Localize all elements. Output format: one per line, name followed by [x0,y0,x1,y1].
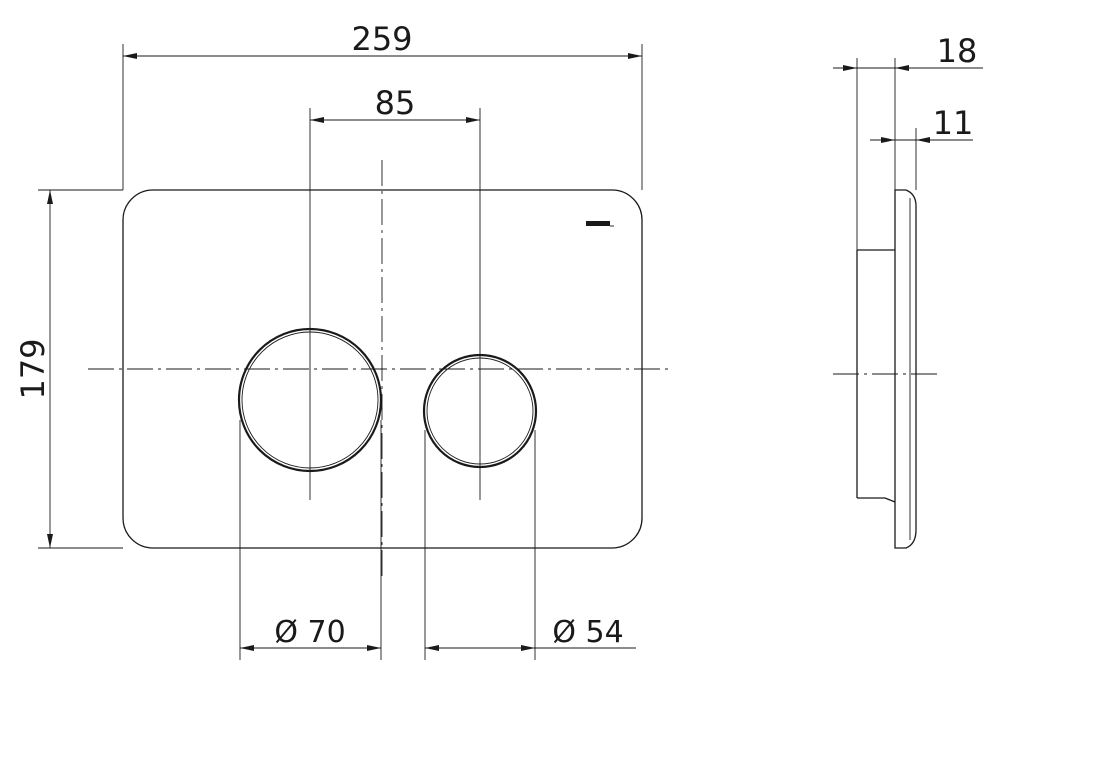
button-spacing-dimension: 85 [310,84,480,123]
small-button-diameter-label: Ø 54 [552,615,623,650]
side-frame-body [857,249,896,503]
side-view: 18 11 [833,32,983,549]
large-button-diameter-dimension: Ø 70 [240,615,381,651]
small-button-diameter-dimension: Ø 54 [425,615,636,651]
width-dimension-label: 259 [351,20,412,58]
height-dimension: 179 [14,190,53,548]
total-depth-dimension: 18 [833,32,983,71]
plate-depth-label: 11 [933,104,974,142]
brand-logo [586,221,614,227]
large-button-diameter-label: Ø 70 [274,615,345,650]
side-plate-profile [894,189,917,549]
width-dimension: 259 [123,20,642,59]
plate-depth-dimension: 11 [870,104,973,143]
front-view: 259 85 179 Ø 70 [14,20,672,660]
button-spacing-label: 85 [375,84,416,122]
total-depth-label: 18 [937,32,978,70]
height-dimension-label: 179 [14,338,52,399]
